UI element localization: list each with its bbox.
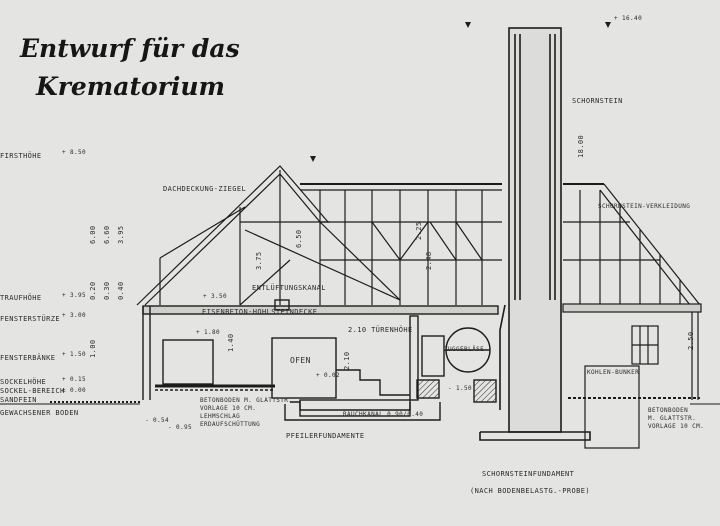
level-sill: + 1.50 — [62, 351, 87, 358]
dim-12: 1.00 — [89, 339, 97, 358]
label-floor-layer-3: ERDAUFSCHÜTTUNG — [200, 421, 261, 428]
label-floor-layer-1: VORLAGE 10 CM. — [200, 405, 257, 412]
right-building — [562, 183, 702, 449]
label-chimney-foundation: SCHORNSTEINFUNDAMENT — [482, 470, 575, 478]
label-roof-covering: DACHDECKUNG-ZIEGEL — [163, 185, 247, 193]
dim-4: 2.25 — [415, 221, 423, 240]
roof-truss — [136, 165, 502, 306]
label-plinth-height: SOCKELHÖHE — [0, 378, 47, 386]
dim-1: 6.00 — [89, 225, 97, 244]
label-right-floor-2: M. GLATTSTR. — [648, 415, 697, 422]
drawing-title-line-1: Entwurf für das — [20, 34, 240, 63]
label-floor-concrete: BETONBODEN M. GLATTSTR. — [200, 397, 293, 404]
dim-8: 2.10 — [343, 351, 351, 370]
label-right-floor-3: VORLAGE 10 CM. — [648, 423, 705, 430]
ground-line — [0, 401, 720, 405]
label-coal-bunker: KOHLEN-BUNKER — [587, 369, 640, 376]
dim-10: 0.30 — [103, 281, 111, 300]
label-draft-fan: ZUGGEBLÄSE — [444, 346, 485, 353]
dim-14: 2.50 — [687, 331, 695, 350]
level-oven-floor: + 0.02 — [316, 372, 341, 379]
label-reinforced-ceiling: EISENBETON-HOHLSTEINDECKE — [202, 308, 318, 316]
dim-3: 6.50 — [295, 229, 303, 248]
dim-2: 6.60 — [103, 225, 111, 244]
level-ridge: + 8.50 — [62, 149, 87, 156]
left-building — [142, 299, 499, 421]
dim-11: 0.40 — [117, 281, 125, 300]
label-plinth-area: SOCKEL-BEREICH — [0, 387, 65, 395]
level-top: + 16.40 — [614, 15, 643, 22]
dim-9: 0.20 — [89, 281, 97, 300]
level-plinth: + 0.15 — [62, 376, 87, 383]
level-foundation: - 0.95 — [168, 424, 193, 431]
level-markers — [310, 22, 611, 162]
label-chimney: SCHORNSTEIN — [572, 97, 623, 105]
label-floor-layer-2: LEHMSCHLAG — [200, 413, 241, 420]
chimney — [479, 27, 591, 441]
label-right-floor-1: BETONBODEN — [648, 407, 689, 414]
level-left-room: + 1.80 — [196, 329, 221, 336]
label-oven: OFEN — [290, 356, 311, 365]
label-eaves-height: TRAUFHÖHE — [0, 294, 42, 302]
dim-5: 3.75 — [255, 251, 263, 270]
label-window-lintel: FENSTERSTÜRZE — [0, 315, 60, 323]
label-chimney-foundation-note: (NACH BODENBELASTG.-PROBE) — [470, 487, 590, 495]
label-ventilation-duct: ENTLÜFTUNGSKANAL — [252, 284, 326, 292]
level-ground: ± 0.00 — [62, 387, 87, 394]
level-chimney-height: 18.00 — [577, 134, 585, 158]
label-natural-ground: GEWACHSENER BODEN — [0, 409, 79, 417]
label-sand-fill: SANDFEIN — [0, 396, 37, 404]
level-pit: - 1.50 — [448, 385, 473, 392]
dim-7: 1.40 — [227, 333, 235, 352]
level-eaves: + 3.95 — [62, 292, 87, 299]
label-ridge-height: FIRSTHÖHE — [0, 152, 42, 160]
level-basement: - 0.54 — [145, 417, 170, 424]
label-window-sills: FENSTERBÄNKE — [0, 354, 56, 362]
drawing-title-line-2: Krematorium — [36, 72, 225, 101]
label-door-height: 2.10 TÜRENHÖHE — [348, 326, 413, 334]
level-lintel: + 3.00 — [62, 312, 87, 319]
label-pillar-foundations: PFEILERFUNDAMENTE — [286, 432, 365, 440]
label-chimney-lining: SCHORNSTEIN-VERKLEIDUNG — [598, 203, 691, 210]
dim-13: 3.95 — [117, 225, 125, 244]
level-ceiling: + 3.50 — [203, 293, 228, 300]
label-smoke-duct: RAUCHKANAL 0.90/0.40 — [343, 411, 424, 418]
dim-6: 2.48 — [425, 251, 433, 270]
